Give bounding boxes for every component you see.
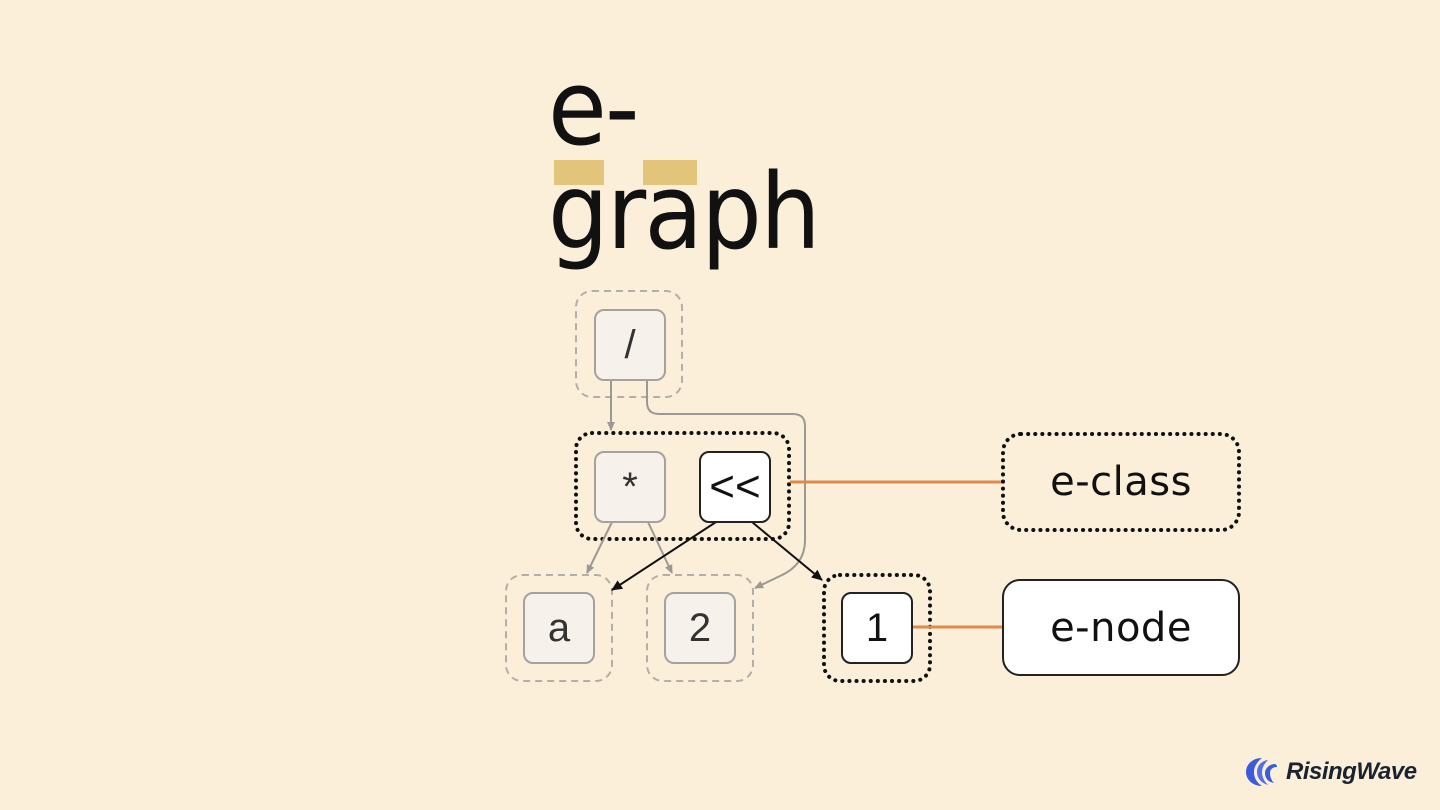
brand-name: RisingWave [1286, 758, 1417, 785]
edge-shl-to-one [751, 521, 823, 581]
enode-two: 2 [664, 592, 736, 664]
enode-divide: / [594, 309, 666, 381]
legend-enode: e-node [1002, 579, 1240, 676]
edge-div-to-two [646, 380, 806, 589]
eclass-a [505, 574, 613, 682]
enode-label: << [709, 462, 761, 511]
slide-title: e-graph [548, 56, 918, 264]
enode-label: a [547, 605, 571, 650]
title-text: e-graph [548, 47, 821, 273]
enode-label: / [624, 322, 636, 367]
enode-label: 1 [865, 605, 889, 650]
legend-enode-label: e-node [1050, 604, 1192, 651]
legend-eclass: e-class [1002, 433, 1240, 531]
enode-label: * [622, 464, 638, 509]
enode-one: 1 [841, 592, 913, 664]
eclass-two [646, 574, 754, 682]
legend-eclass-outline [1001, 432, 1241, 532]
risingwave-logo: RisingWave [1244, 756, 1417, 788]
title-highlight-g [643, 160, 697, 185]
enode-label: 2 [688, 605, 712, 650]
enode-shift-left: << [699, 451, 771, 523]
edge-mul-to-two [647, 521, 673, 574]
legend-eclass-label: e-class [1050, 459, 1192, 505]
edge-mul-to-a [586, 521, 613, 574]
wave-icon [1246, 758, 1277, 786]
enode-multiply: * [594, 451, 666, 523]
edge-shl-to-a [611, 521, 717, 591]
eclass-div [575, 290, 683, 398]
title-highlight-e [554, 160, 604, 185]
enode-a: a [523, 592, 595, 664]
eclass-mul-shl [574, 431, 791, 541]
